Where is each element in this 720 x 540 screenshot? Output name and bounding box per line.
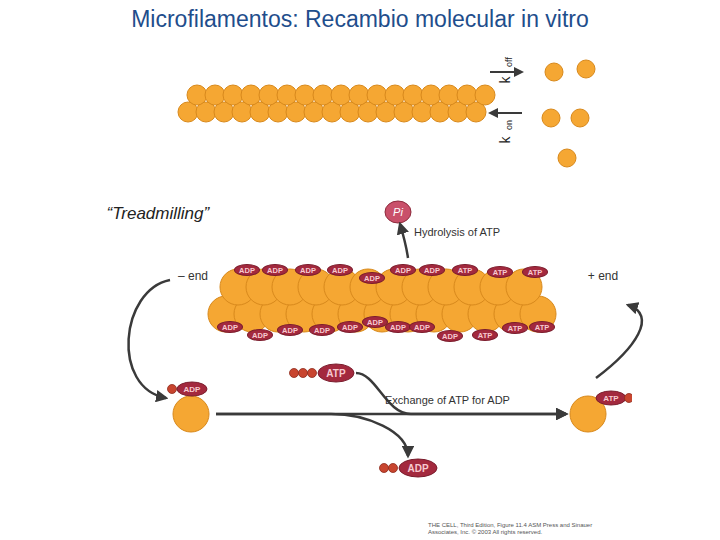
rate-subscript: on bbox=[504, 120, 514, 130]
kon-arrow bbox=[490, 112, 522, 114]
phosphate bbox=[308, 369, 317, 378]
adp-actin-monomer: ADP bbox=[166, 378, 216, 434]
flow-arrow bbox=[596, 305, 642, 378]
actin-monomer bbox=[331, 85, 351, 105]
actin-monomer bbox=[259, 85, 279, 105]
flow-arrow bbox=[356, 373, 566, 414]
nucleotide-label: ADP bbox=[390, 264, 416, 276]
atp-actin-monomer: ATP bbox=[566, 378, 632, 434]
actin-monomer bbox=[187, 85, 207, 105]
nucleotide-label: ATP bbox=[529, 321, 555, 333]
rate-subscript: off bbox=[504, 57, 514, 67]
nucleotide-label: ADP bbox=[247, 329, 273, 341]
nucleotide-oval bbox=[399, 459, 437, 477]
nucleotide-label: ADP bbox=[437, 330, 463, 342]
nucleotide-label: ADP bbox=[385, 321, 411, 333]
node-text: Pi bbox=[384, 200, 412, 224]
phosphate-shape bbox=[385, 201, 411, 223]
flow-arrow bbox=[216, 413, 566, 416]
actin-monomer bbox=[313, 85, 333, 105]
actin-filament-small bbox=[178, 85, 495, 122]
nucleotide-label: ADP bbox=[419, 264, 445, 276]
phosphate bbox=[380, 464, 389, 473]
nucleotide-label: ADP bbox=[217, 321, 243, 333]
phosphate bbox=[290, 369, 299, 378]
node-text: – end bbox=[168, 268, 218, 284]
flow-arrow bbox=[216, 414, 408, 456]
edge-label: Exchange of ATP for ADP bbox=[385, 394, 510, 406]
nucleotide-label: ADP bbox=[277, 324, 303, 336]
actin-monomer bbox=[349, 85, 369, 105]
nucleotide-label: ADP bbox=[295, 264, 321, 276]
node-outline bbox=[566, 378, 632, 434]
phosphate bbox=[168, 385, 177, 394]
actin-monomer bbox=[403, 85, 423, 105]
nucleotide-oval bbox=[177, 382, 207, 396]
nucleotide-oval bbox=[596, 391, 626, 405]
actin-monomer bbox=[475, 85, 495, 105]
nucleotide-label: ADP bbox=[327, 264, 353, 276]
actin-monomer bbox=[385, 85, 405, 105]
node-text: ATP bbox=[596, 391, 626, 405]
node-text: ADP bbox=[177, 382, 207, 396]
actin-filament bbox=[208, 269, 556, 332]
actin-monomer bbox=[457, 85, 477, 105]
actin-monomer bbox=[439, 85, 459, 105]
actin-monomer bbox=[367, 85, 387, 105]
free-monomers bbox=[542, 60, 595, 167]
nucleotide-label: ADP bbox=[409, 321, 435, 333]
nucleotide-label: ADP bbox=[309, 324, 335, 336]
phosphate bbox=[389, 464, 398, 473]
nucleotide-label: ADP bbox=[262, 264, 288, 276]
flow-arrow bbox=[400, 224, 408, 258]
actin-monomer bbox=[241, 85, 261, 105]
actin-monomer bbox=[277, 85, 297, 105]
actin-monomer bbox=[205, 85, 225, 105]
released-adp: ADP bbox=[378, 456, 438, 480]
nucleotide-label: ATP bbox=[487, 266, 513, 278]
flow-arrow bbox=[128, 280, 170, 398]
node-text: ATP bbox=[318, 364, 354, 382]
nucleotide-label: ATP bbox=[522, 266, 548, 278]
figure-credit: THE CELL, Third Edition, Figure 11.4 ASM… bbox=[428, 522, 608, 536]
slide-title: Microfilamentos: Recambio molecular in v… bbox=[0, 6, 720, 33]
actin-monomer bbox=[223, 85, 243, 105]
phosphate bbox=[625, 394, 633, 403]
node-outline bbox=[288, 362, 356, 384]
nucleotide-label: ATP bbox=[502, 322, 528, 334]
nucleotide-label: ATP bbox=[452, 264, 478, 276]
nucleotide-oval bbox=[318, 364, 354, 382]
node-text: + end bbox=[578, 268, 628, 284]
nucleotide-label: ADP bbox=[359, 272, 385, 284]
section-label: “Treadmilling” bbox=[107, 204, 210, 224]
phosphate-node: Pi bbox=[384, 200, 412, 224]
koff-arrow bbox=[490, 71, 522, 73]
nucleotide-label: ATP bbox=[472, 329, 498, 341]
rate-symbol: k bbox=[496, 77, 512, 84]
actin-monomer bbox=[295, 85, 315, 105]
nucleotide-label: ADP bbox=[234, 264, 260, 276]
node-text: ADP bbox=[399, 459, 437, 477]
actin-monomer bbox=[421, 85, 441, 105]
nucleotide-label: ADP bbox=[337, 321, 363, 333]
rate-symbol: k bbox=[496, 137, 512, 144]
free-atp: ATP bbox=[288, 362, 356, 384]
edge-label: Hydrolysis of ATP bbox=[414, 226, 500, 238]
phosphate bbox=[299, 369, 308, 378]
actin-monomer bbox=[173, 396, 209, 432]
